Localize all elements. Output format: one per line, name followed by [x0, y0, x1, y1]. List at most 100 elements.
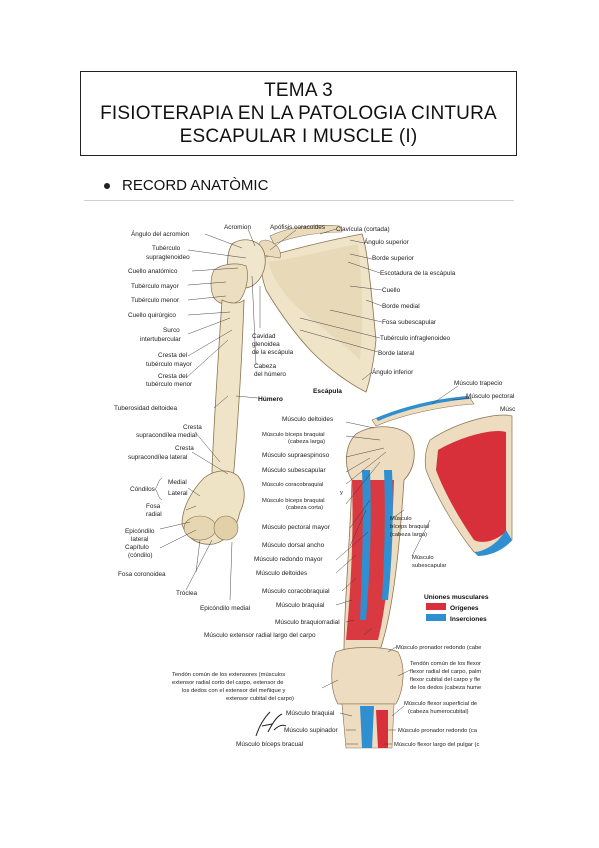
label-biceps-right-3: (cabeza larga): [390, 532, 427, 538]
label-angulo-superior: Ángulo superior: [364, 237, 410, 246]
section-divider: [84, 200, 514, 201]
section-title: RECORD ANATÒMIC: [122, 177, 269, 194]
label-tendon-ext-1: Tendón común de los extensores (músculos: [172, 672, 285, 678]
label-epicondilo-medial: Epicóndilo medial: [200, 605, 250, 612]
label-biceps-corta-2: (cabeza corta): [286, 505, 323, 511]
title-line-1: TEMA 3: [264, 80, 333, 101]
label-supraespinoso: Músculo supraespinoso: [262, 452, 330, 459]
label-coracobraquial: Músculo coracobraquial: [262, 588, 330, 595]
label-tuberculo-menor: Tubérculo menor: [131, 297, 180, 304]
label-cresta-menor: Cresta del: [158, 373, 187, 380]
section-heading: RECORD ANATÒMIC: [104, 177, 268, 194]
label-escotadura: Escotadura de la escápula: [380, 270, 456, 277]
artist-signature: [255, 711, 287, 737]
label-braquial-bottom: Músculo braquial: [286, 710, 334, 717]
label-biceps-bracual: Músculo bíceps bracual: [236, 741, 303, 748]
label-escapula: Escápula: [313, 388, 342, 395]
label-tuberculo-infraglenoideo: Tubérculo infraglenoideo: [380, 335, 451, 342]
figure2-drawing: [331, 396, 513, 749]
label-subescapular-right: Músculo: [412, 555, 434, 561]
label-cresta-mayor-2: tubérculo mayor: [146, 361, 193, 368]
label-tuberosidad-deltoidea: Tuberosidad deltoidea: [114, 405, 177, 412]
label-biceps-corta: Músculo bíceps braquial: [262, 498, 325, 504]
label-tendon-ext-4: extensor cubital del carpo): [226, 696, 294, 702]
label-coracobraquial-top: Músculo coracobraquial: [262, 482, 323, 488]
label-braquiorradial: Músculo braquiorradial: [275, 619, 340, 626]
label-pronador-redondo-bottom: Músculo pronador redondo (ca: [398, 728, 478, 734]
label-cavidad-3: de la escápula: [252, 349, 294, 356]
label-fosa-subescapular: Fosa subescapular: [382, 319, 437, 326]
label-cresta-supracondilea-lateral: Cresta: [175, 445, 194, 452]
label-trapecio: Músculo trapecio: [454, 380, 503, 387]
label-acromion: Acromion: [224, 224, 251, 231]
label-extensor-radial: Músculo extensor radial largo del carpo: [204, 632, 316, 639]
label-lateral: Lateral: [168, 490, 188, 497]
label-cabeza: Cabeza: [254, 363, 276, 370]
label-musc: Músc: [500, 406, 516, 413]
title-line-2: FISIOTERAPIA EN LA PATOLOGIA CINTURA: [100, 103, 497, 124]
label-tendon-flex-4: de los dedos (cabeza hume: [410, 685, 481, 691]
label-angulo-inferior: Ángulo inferior: [372, 367, 414, 376]
label-capitulo-2: (cóndilo): [128, 552, 153, 559]
label-fosa-coronoidea: Fosa coronoidea: [118, 571, 166, 578]
label-borde-medial: Borde medial: [382, 303, 420, 310]
label-medial: Medial: [168, 479, 187, 486]
label-humero: Húmero: [258, 396, 283, 403]
label-cresta-supracondilea-lateral-2: supracondílea lateral: [128, 454, 187, 461]
label-biceps-larga: Músculo bíceps braquial: [262, 432, 325, 438]
label-deltoides-top: Músculo deltoides: [282, 416, 333, 423]
label-cresta-mayor: Cresta del: [158, 352, 187, 359]
label-flexor-superficial-2: (cabeza humerocubital): [408, 709, 469, 715]
legend-origenes-swatch: [426, 603, 446, 610]
figure1-leaders: [159, 228, 383, 601]
label-epicondilo-lateral: Epicóndilo: [125, 528, 155, 535]
label-tendon-flex-2: flexor radial del carpo, palm: [410, 669, 481, 675]
label-tendon-flex-3: flexor cubital del carpo y fle: [410, 677, 480, 683]
figure2-labels: Músculo trapecio Músculo pectoral Músc M…: [172, 380, 516, 748]
label-cavidad: Cavidad: [252, 333, 276, 340]
label-cavidad-2: glenoidea: [252, 341, 280, 348]
label-cabeza-2: del húmero: [254, 371, 286, 378]
label-cuello: Cuello: [382, 287, 401, 294]
label-pronador-redondo-top: Músculo pronador redondo (cabe: [396, 645, 481, 651]
label-clavicula: Clavícula (cortada): [336, 226, 390, 233]
label-pectoral-mayor: Músculo pectoral mayor: [262, 524, 331, 531]
title-line-3: ESCAPULAR I MUSCLE (I): [179, 126, 418, 147]
legend-inserciones-swatch: [426, 614, 446, 621]
legend-origenes-label: Orígenes: [450, 605, 479, 612]
label-flexor-superficial: Músculo flexor superficial de: [404, 701, 477, 707]
label-epicondilo-lateral-2: lateral: [131, 536, 148, 543]
label-surco-2: intertubercular: [140, 336, 182, 343]
label-troclea: Tróclea: [176, 590, 198, 597]
label-condilos: Cóndilos: [130, 486, 155, 493]
label-borde-lateral: Borde lateral: [378, 350, 414, 357]
label-cresta-menor-2: tubérculo menor: [146, 381, 193, 388]
label-fosa-radial-2: radial: [146, 511, 162, 518]
label-flexor-pulgar: Músculo flexor largo del pulgar (c: [394, 742, 479, 748]
scapula-drawing: [257, 225, 377, 393]
label-pectoral: Músculo pectoral: [466, 393, 514, 400]
label-apofisis-coracoides: Apófisis coracoides: [270, 224, 325, 231]
label-tendon-flex-1: Tendón común de los flexor: [410, 661, 481, 667]
label-borde-superior: Borde superior: [372, 255, 415, 262]
label-tuberculo-mayor: Tubérculo mayor: [131, 283, 180, 290]
label-cuello-quirurgico: Cuello quirúrgico: [128, 312, 176, 319]
label-braquial: Músculo braquial: [276, 602, 324, 609]
legend-title: Uniones musculares: [424, 594, 489, 601]
humerus-drawing: [181, 239, 266, 545]
label-subescapular: Músculo subescapular: [262, 467, 326, 474]
label-subescapular-right-2: subescapular: [412, 563, 447, 569]
figure2-leaders: [321, 385, 473, 745]
label-cuello-anatomico: Cuello anatómico: [128, 268, 178, 275]
label-biceps-larga-2: (cabeza larga): [288, 439, 325, 445]
label-cresta-supracondilea-medial-2: supracondílea medial: [136, 432, 197, 439]
label-capitulo: Capítulo: [125, 544, 149, 551]
label-surco: Surco: [163, 327, 180, 334]
condilos-brace: [154, 477, 163, 501]
title-box: TEMA 3 FISIOTERAPIA EN LA PATOLOGIA CINT…: [80, 71, 517, 156]
label-biceps-right-2: bíceps braquial: [390, 524, 429, 530]
muscle-legend: Uniones musculares Orígenes Inserciones: [424, 594, 489, 623]
label-deltoides: Músculo deltoides: [256, 570, 307, 577]
label-y: y: [340, 490, 343, 496]
label-biceps-right: Músculo: [390, 516, 412, 522]
